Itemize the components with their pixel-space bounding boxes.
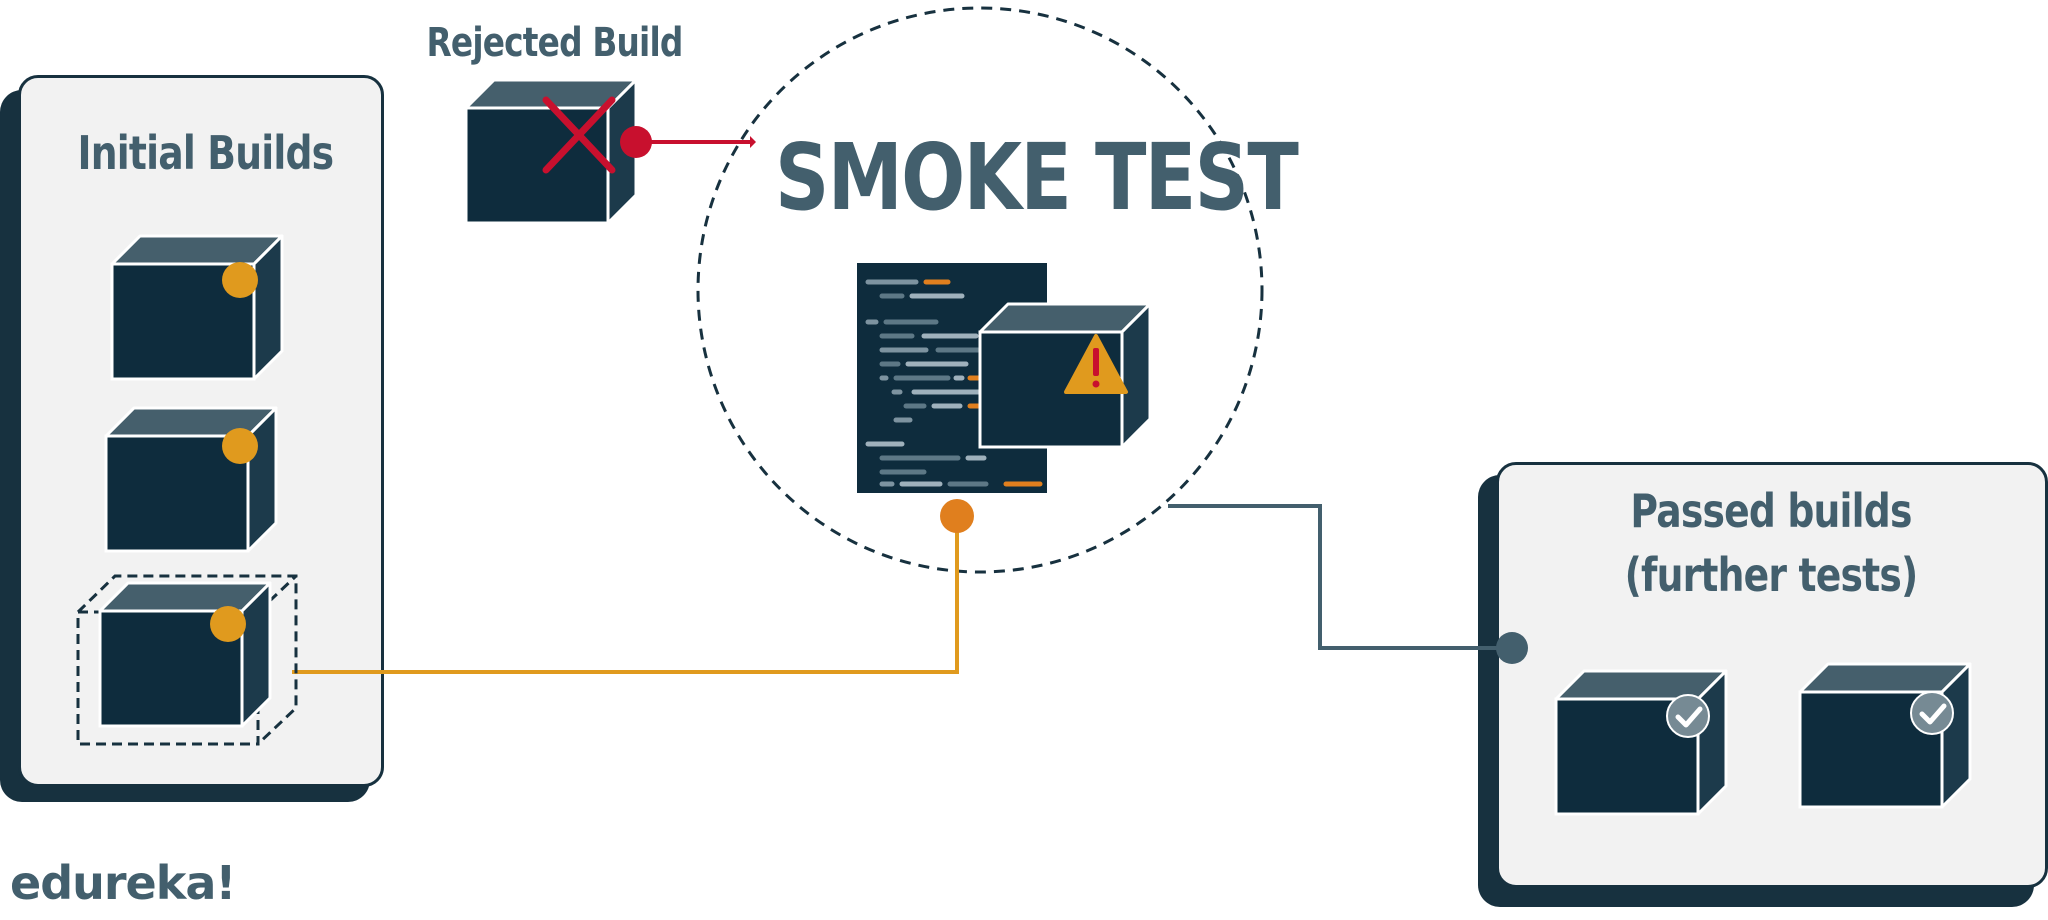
passed-builds-title: Passed builds (1630, 484, 1912, 538)
build-under-test-box (978, 302, 1152, 449)
initial-build-box-2 (104, 406, 278, 553)
passed-connector-dot (1496, 632, 1528, 664)
smoke-test-circle (696, 6, 1264, 574)
check-icon (1675, 706, 1703, 728)
passed-build-box-2 (1798, 662, 1972, 809)
build-status-dot-3 (210, 606, 246, 642)
rejected-build-title: Rejected Build (426, 20, 683, 66)
build-status-dot-2 (222, 428, 258, 464)
smoke-test-title: SMOKE TEST (775, 124, 1299, 231)
passed-build-box-1 (1554, 669, 1728, 816)
pass-badge-2 (1910, 691, 1954, 735)
check-icon (1919, 703, 1947, 725)
connector-initial-to-smoke (292, 518, 959, 674)
warning-icon (1064, 334, 1128, 394)
initial-build-box-1 (110, 234, 284, 381)
initial-build-box-3 (98, 581, 272, 728)
passed-builds-subtitle: (further tests) (1624, 548, 1919, 602)
connector-smoke-to-passed (1168, 504, 1512, 650)
rejected-arrowhead (750, 136, 756, 148)
rejected-connector-dot (620, 126, 652, 158)
code-lines (865, 279, 1043, 487)
edureka-logo: edureka! (10, 856, 236, 910)
x-mark-icon (542, 96, 616, 174)
pass-badge-1 (1666, 694, 1710, 738)
build-status-dot-1 (222, 262, 258, 298)
initial-builds-title: Initial Builds (77, 126, 335, 180)
smoke-test-connector-dot (940, 499, 974, 533)
